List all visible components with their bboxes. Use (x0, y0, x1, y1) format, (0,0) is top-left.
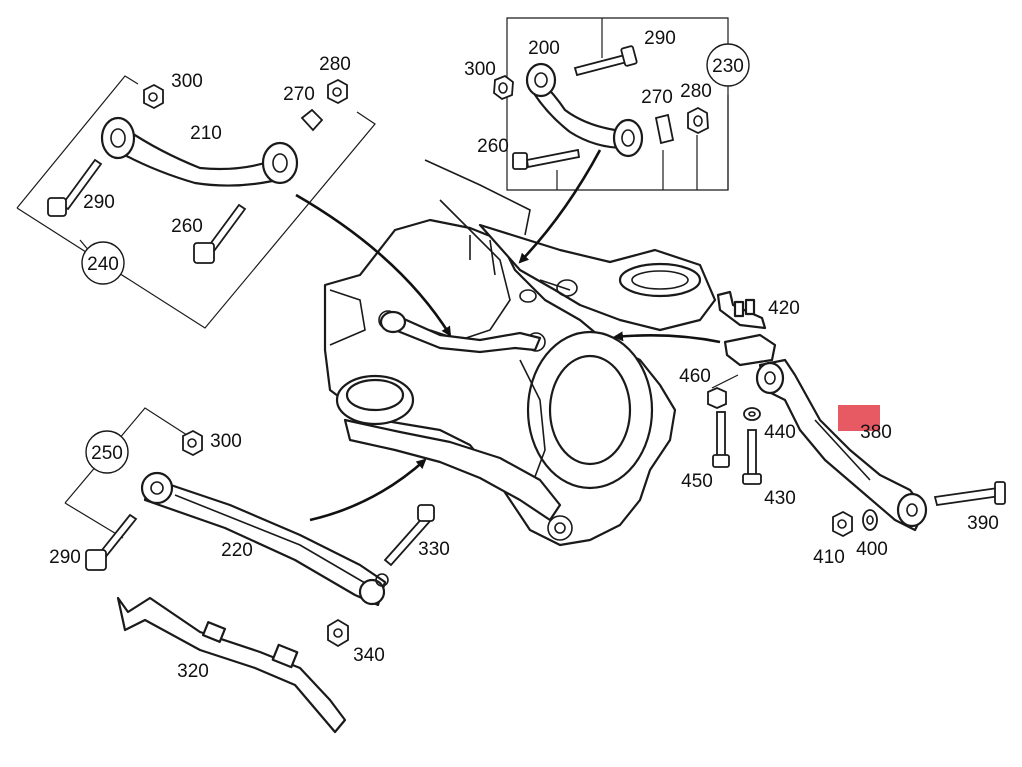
label-440: 440 (764, 422, 796, 443)
bracket-460 (723, 333, 777, 367)
leader-460 (711, 374, 739, 389)
arrow-arm-380-to-knuckle (613, 331, 721, 344)
wheel-carrier (323, 159, 677, 547)
clip-420 (716, 290, 767, 330)
label-400: 400 (856, 539, 888, 560)
bolt-290-bottom (85, 513, 138, 571)
assembled-lower-link (343, 418, 562, 522)
label-410: 410 (813, 547, 845, 568)
label-290-bottom: 290 (49, 547, 81, 568)
bolt-260-top (512, 148, 581, 170)
svg-text:230: 230 (712, 56, 744, 77)
washer-440 (743, 407, 761, 421)
label-270-left: 270 (283, 84, 315, 105)
washer-400 (862, 509, 878, 531)
nut-340 (327, 618, 349, 648)
label-380: 380 (860, 422, 892, 443)
group-label-250: 250 (85, 430, 129, 474)
label-260-top: 260 (477, 136, 509, 157)
label-300-left: 300 (171, 71, 203, 92)
nut-280-top (687, 106, 709, 135)
bolt-330 (383, 504, 435, 567)
highlight-marker-380 (838, 405, 880, 431)
group-label-240: 240 (81, 241, 125, 285)
arm-210 (100, 116, 299, 187)
nut-460 (707, 387, 727, 409)
label-260-left: 260 (171, 216, 203, 237)
nut-300-left (143, 83, 164, 110)
group-box-230 (506, 17, 729, 191)
label-330: 330 (418, 539, 450, 560)
bolt-290-left (47, 158, 103, 217)
subframe-spring-seat (469, 223, 717, 332)
label-200: 200 (528, 38, 560, 59)
label-420: 420 (768, 298, 800, 319)
bolt-260-left (193, 203, 247, 264)
svg-text:240: 240 (87, 254, 119, 275)
arrow-arm-210-to-knuckle (295, 193, 452, 337)
bolt-290-top (573, 45, 638, 77)
washer-270-top (654, 113, 675, 145)
label-280-top: 280 (680, 81, 712, 102)
bolt-430 (742, 429, 762, 485)
nut-300-bottom (182, 429, 203, 457)
label-390: 390 (967, 513, 999, 534)
nut-300-top (493, 74, 514, 101)
bolt-390 (933, 481, 1006, 507)
label-430: 430 (764, 488, 796, 509)
assembled-upper-arm (379, 310, 542, 354)
label-270-top: 270 (641, 87, 673, 108)
label-290-left: 290 (83, 192, 115, 213)
group-label-230: 230 (706, 43, 750, 87)
washer-270-left (300, 108, 324, 132)
label-340: 340 (353, 645, 385, 666)
arrow-link-220-to-knuckle (309, 458, 427, 522)
nut-280-left (327, 78, 348, 105)
svg-text:250: 250 (91, 443, 123, 464)
arm-200 (525, 62, 644, 158)
link-220 (140, 471, 389, 607)
label-220: 220 (221, 540, 253, 561)
label-460: 460 (679, 366, 711, 387)
label-320: 320 (177, 661, 209, 682)
nut-410 (832, 510, 853, 538)
plate-320 (116, 596, 347, 734)
label-300-top: 300 (464, 59, 496, 80)
label-450: 450 (681, 471, 713, 492)
bolt-450 (712, 411, 730, 468)
label-210: 210 (190, 123, 222, 144)
arrow-arm-200-to-knuckle (518, 149, 602, 264)
group-box-250 (64, 407, 191, 539)
label-280-left: 280 (319, 54, 351, 75)
arm-380 (755, 358, 928, 532)
label-290-top: 290 (644, 28, 676, 49)
label-300-bottom: 300 (210, 431, 242, 452)
